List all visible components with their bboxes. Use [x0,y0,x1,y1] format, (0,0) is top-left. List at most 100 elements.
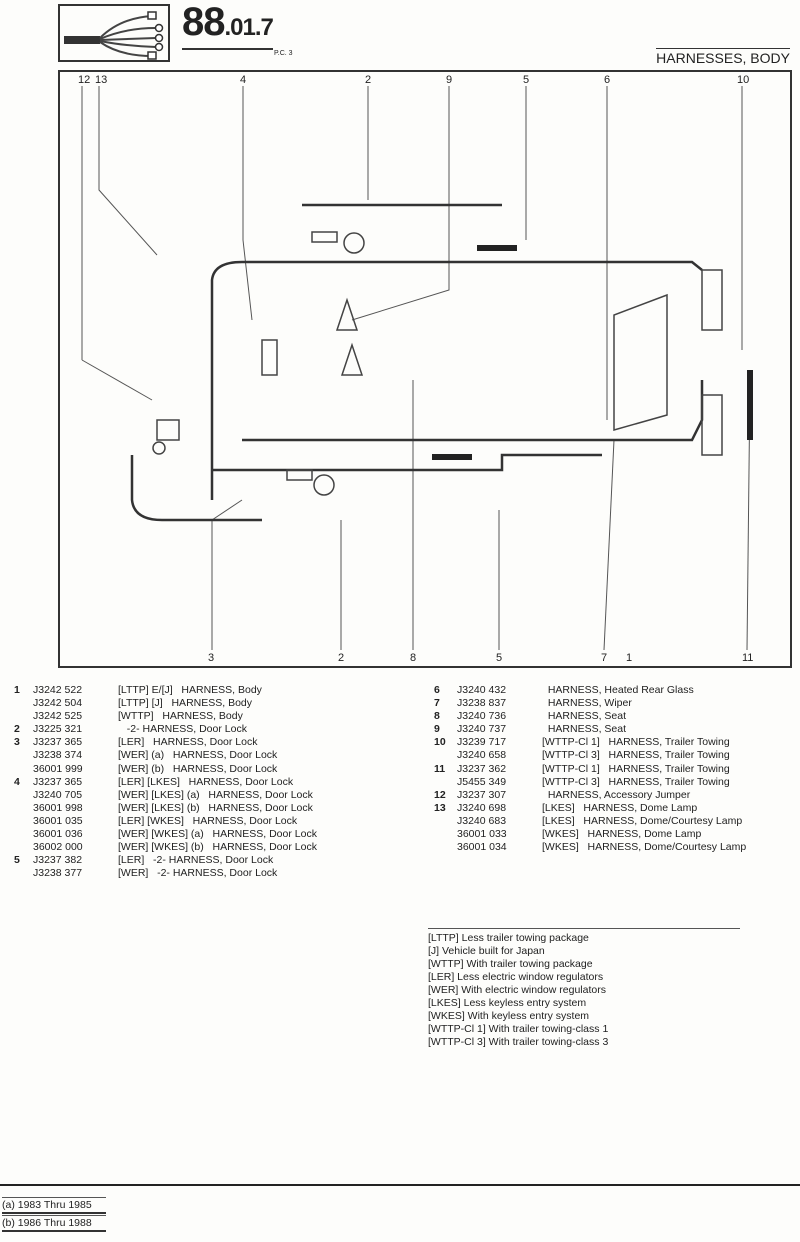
part-description: HARNESS, Heated Rear Glass [542,684,694,696]
callout-top: 5 [523,74,530,86]
part-description: HARNESS, Wiper [542,697,632,710]
part-number: J3240 683 [457,814,507,827]
part-description: [WER] [LKES] (a) HARNESS, Door Lock [118,788,313,801]
parts-row: J3242 504[LTTP] [J] HARNESS, Body [14,697,414,710]
page-code: P.C. 3 [274,50,293,57]
item-number: 5 [14,854,20,867]
part-description: HARNESS, Seat [542,710,627,723]
part-number: J5455 349 [457,775,507,788]
part-number: 36001 033 [457,828,507,841]
part-number: J3237 365 [33,775,83,788]
part-description: [WKES] HARNESS, Dome/Courtesy Lamp [542,841,747,854]
part-description: -2- HARNESS, Door Lock [118,723,247,736]
parts-row: 13 J3240 698 [LKES] HARNESS, Dome Lamp [434,802,800,815]
part-description: [LTTP] E/[J] HARNESS, Body [118,684,262,696]
part-description: [WTTP-Cl 1] HARNESS, Trailer Towing [542,736,730,749]
parts-row: 36001 999 [WER] (b) HARNESS, Door Lock [14,763,414,776]
parts-row: 36001 998[WER] [LKES] (b) HARNESS, Door … [14,802,414,815]
parts-row: 10 J3239 717 [WTTP-Cl 1] HARNESS, Trailer … [434,736,800,749]
part-description: [WTTP] HARNESS, Body [118,710,243,723]
parts-row: 36001 035[LER] [WKES] HARNESS, Door Lock [14,815,414,828]
item-number: 8 [434,710,440,723]
section-number: 88.01.7 [182,2,274,50]
parts-row: 36001 034[WKES] HARNESS, Dome/Courtesy L… [434,841,800,854]
part-description: HARNESS, Accessory Jumper [542,788,691,801]
part-description: [WTTP-Cl 3] HARNESS, Trailer Towing [542,749,730,762]
legend-item: [LER] Less electric window regulators [428,971,604,983]
legend-item: [WTTP-Cl 1] With trailer towing-class 1 [428,1023,609,1035]
part-number: 36001 999 [33,762,83,775]
parts-row: 11 J3237 362 [WTTP-Cl 1] HARNESS, Trailer … [434,763,800,776]
parts-row: J3238 374[WER] (a) HARNESS, Door Lock [14,749,414,762]
part-number: J3239 717 [457,736,507,749]
leader-lines [81,86,751,651]
part-number: J3242 504 [33,697,83,710]
callout-bottom: 8 [410,652,417,664]
callout-bottom: 3 [208,652,215,664]
part-description: [WTTP-Cl 1] HARNESS, Trailer Towing [542,762,730,775]
legend-item: [LKES] Less keyless entry system [428,997,587,1009]
parts-row: 36002 000[WER] [WKES] (b) HARNESS, Door … [14,841,414,854]
part-number: J3237 307 [457,788,507,801]
callout-top: 12 [78,74,91,86]
callout-top: 4 [240,74,247,86]
part-description: HARNESS, Seat [542,723,627,736]
item-number: 13 [434,801,446,814]
footnote-a: (a) 1983 Thru 1985 [2,1197,106,1214]
item-number: 2 [14,723,20,736]
item-number: 10 [434,736,446,749]
parts-row: J3240 705 [WER] [LKES] (a) HARNESS, Door … [14,789,414,802]
page-title: HARNESSES, BODY [656,48,790,66]
part-description: [WER] -2- HARNESS, Door Lock [118,867,278,880]
part-number: J3238 377 [33,867,83,880]
legend-item: [WKES] With keyless entry system [428,1010,590,1022]
part-description: [LER] HARNESS, Door Lock [118,736,258,749]
item-number: 9 [434,723,440,736]
item-number: 3 [14,736,20,749]
callout-top: 2 [365,74,372,86]
footnote-b: (b) 1986 Thru 1988 [2,1215,106,1232]
parts-row: 36001 036[WER] [WKES] (a) HARNESS, Door … [14,828,414,841]
harness-lines [130,203,704,522]
callout-top: 10 [737,74,750,86]
footer-divider [0,1184,800,1186]
parts-row: J3240 658[WTTP-Cl 3] HARNESS, Trailer To… [434,749,800,762]
callout-top: 9 [446,74,453,86]
legend-item: [WER] With electric window regulators [428,984,606,996]
part-description: [LER] [WKES] HARNESS, Door Lock [118,814,298,827]
item-number: 1 [14,684,20,696]
parts-row: J3240 683 [LKES] HARNESS, Dome/Courtesy L… [434,815,800,828]
part-number: J3240 698 [457,801,507,814]
part-description: [WER] [LKES] (b) HARNESS, Door Lock [118,801,313,814]
part-number: J3237 362 [457,762,507,775]
item-number: 4 [14,775,20,788]
parts-row: 36001 033[WKES] HARNESS, Dome Lamp [434,828,800,841]
harness-diagram: 12 13 4 2 9 5 6 10 3 2 8 5 7 1 11 [58,70,792,668]
part-description: [LKES] HARNESS, Dome/Courtesy Lamp [542,814,743,827]
part-description: [WER] (a) HARNESS, Door Lock [118,749,278,762]
callout-top: 6 [604,74,611,86]
callout-bottom: 1 [626,652,633,664]
part-description: [LKES] HARNESS, Dome Lamp [542,801,698,814]
callout-bottom: 5 [496,652,503,664]
part-description: [LER] -2- HARNESS, Door Lock [118,854,274,867]
part-description: [WTTP-Cl 3] HARNESS, Trailer Towing [542,775,730,788]
part-description: [WER] (b) HARNESS, Door Lock [118,762,278,775]
part-number: 36002 000 [33,841,83,854]
part-number: J3240 705 [33,788,83,801]
callout-top: 13 [95,74,108,86]
item-number: 11 [434,762,446,775]
item-number: 6 [434,684,440,696]
part-number: J3242 525 [33,710,83,723]
harness-logo-icon [58,4,170,62]
